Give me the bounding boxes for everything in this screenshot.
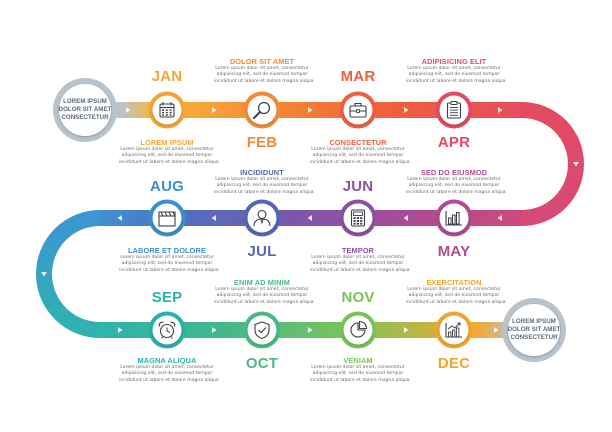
clipboard-icon [446, 101, 462, 119]
direction-arrow [211, 215, 216, 221]
direction-arrow [497, 215, 502, 221]
start-circle [53, 78, 117, 142]
month-node-apr [435, 91, 473, 129]
end-circle [502, 298, 566, 362]
person-icon [253, 209, 271, 227]
direction-arrow [212, 107, 217, 113]
direction-arrow [573, 162, 579, 167]
month-node-aug [148, 199, 186, 237]
month-node-jul [243, 199, 281, 237]
calendar-icon [159, 102, 175, 118]
calculator-icon [350, 209, 366, 227]
growth-chart-icon [445, 322, 462, 338]
month-node-dec [435, 311, 473, 349]
month-node-nov [339, 311, 377, 349]
path-right-curve [521, 102, 584, 226]
month-node-mar [339, 91, 377, 129]
direction-arrows [41, 107, 579, 333]
direction-arrow [118, 327, 123, 333]
alarm-clock-icon [158, 321, 176, 339]
direction-arrow [307, 215, 312, 221]
direction-arrow [498, 107, 503, 113]
direction-arrow [308, 327, 313, 333]
pie-chart-icon [350, 320, 368, 338]
magnifier-icon [253, 101, 271, 119]
clapperboard-icon [158, 211, 176, 227]
bar-chart-icon [445, 211, 462, 226]
month-node-jan [148, 91, 186, 129]
shield-icon [254, 321, 270, 340]
direction-arrow [126, 107, 131, 113]
month-node-jun [339, 199, 377, 237]
direction-arrow [41, 272, 47, 277]
direction-arrow [212, 327, 217, 333]
timeline-path [36, 102, 584, 338]
month-node-sep [148, 311, 186, 349]
direction-arrow [308, 107, 313, 113]
direction-arrow [117, 215, 122, 221]
path-left-curve [36, 210, 101, 338]
month-node-feb [243, 91, 281, 129]
direction-arrow [403, 215, 408, 221]
month-node-may [435, 199, 473, 237]
briefcase-icon [349, 102, 367, 118]
direction-arrow [494, 327, 499, 333]
month-node-oct [243, 311, 281, 349]
direction-arrow [404, 327, 409, 333]
direction-arrow [404, 107, 409, 113]
